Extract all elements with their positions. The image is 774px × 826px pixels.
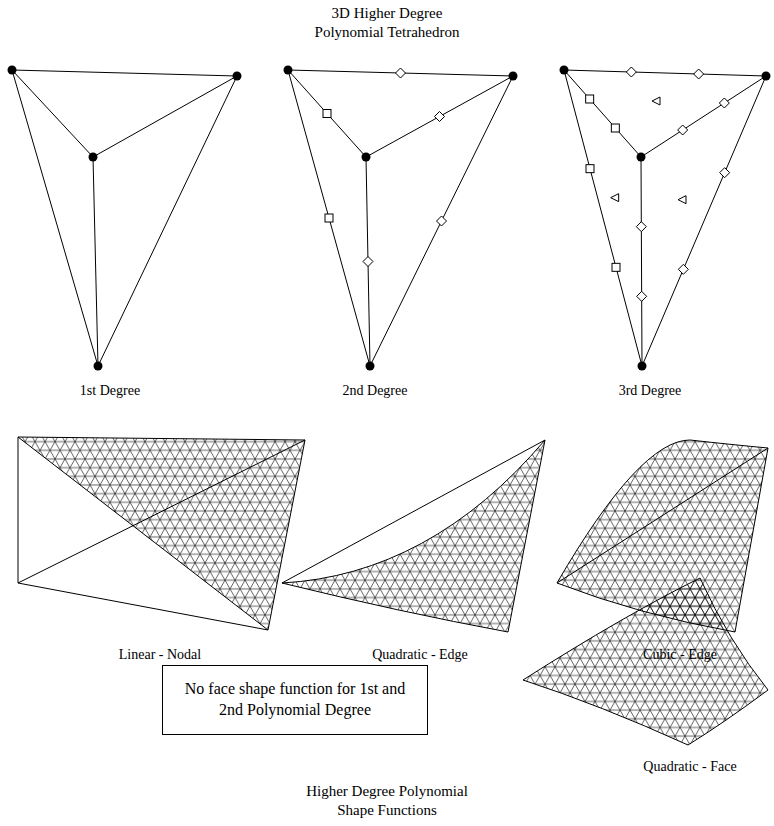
face-node-triangle (678, 196, 686, 204)
figure-label: Linear - Nodal (85, 646, 235, 664)
edge-node-square (586, 95, 594, 103)
tetra-edge (12, 70, 237, 76)
tetra-edge (93, 157, 98, 366)
tetrahedra (8, 66, 771, 371)
tetra-edge (370, 76, 513, 366)
edge-node-diamond (719, 98, 729, 108)
figure-label: 1st Degree (35, 382, 185, 400)
edge-node-diamond (678, 125, 688, 135)
vertex-node (366, 362, 375, 371)
edge-node-diamond (363, 257, 373, 267)
edge-node-diamond (637, 291, 647, 301)
vertex-node (94, 362, 103, 371)
tetra-edge (564, 70, 766, 76)
tetra-edge (12, 70, 98, 366)
figure-label: 3rd Degree (575, 382, 725, 400)
edge-node-diamond (678, 264, 688, 274)
vertex-node (638, 362, 647, 371)
tetra-edge (93, 76, 237, 157)
tetra-edge (564, 70, 642, 366)
edge-node-diamond (720, 168, 730, 178)
quadratic-face-plot (523, 578, 768, 745)
tetra-edge (641, 157, 642, 366)
edge-node-diamond (626, 67, 636, 77)
figure-label: 2nd Degree (300, 382, 450, 400)
tetra-edge (366, 76, 513, 157)
linear-plot (18, 437, 305, 630)
edge-node-diamond (636, 222, 646, 232)
diagram-title: 3D Higher Degree Polynomial Tetrahedron (300, 4, 475, 42)
figure-label: Quadratic - Face (615, 758, 765, 776)
figure-label: Quadratic - Edge (345, 646, 495, 664)
quadratic-edge-plot (282, 440, 545, 632)
vertex-node (89, 153, 98, 162)
edge-node-square (325, 214, 333, 222)
face-node-triangle (652, 97, 660, 105)
note-box: No face shape function for 1st and 2nd P… (162, 665, 428, 735)
diagram-caption: Higher Degree Polynomial Shape Functions (295, 782, 480, 820)
vertex-node (8, 66, 17, 75)
vertex-node (362, 153, 371, 162)
vertex-node (233, 72, 242, 81)
edge-node-diamond (694, 69, 704, 79)
edge-node-diamond (435, 112, 445, 122)
edge-node-diamond (396, 68, 406, 78)
vertex-node (762, 72, 771, 81)
tetra-edge (98, 76, 237, 366)
tetra-edge (641, 76, 766, 157)
vertex-node (560, 66, 569, 75)
tetra-edge (642, 76, 766, 366)
edge-node-diamond (437, 216, 447, 226)
face-node-triangle (611, 194, 619, 202)
vertex-node (284, 66, 293, 75)
edge-node-square (612, 263, 620, 271)
edge-node-square (586, 165, 594, 173)
note-text: No face shape function for 1st and 2nd P… (173, 679, 417, 721)
vertex-node (637, 153, 646, 162)
figure-label: Cubic - Edge (605, 646, 755, 664)
edge-node-square (323, 110, 331, 118)
tetra-edge (288, 70, 370, 366)
edge-node-square (611, 124, 619, 132)
vertex-node (509, 72, 518, 81)
